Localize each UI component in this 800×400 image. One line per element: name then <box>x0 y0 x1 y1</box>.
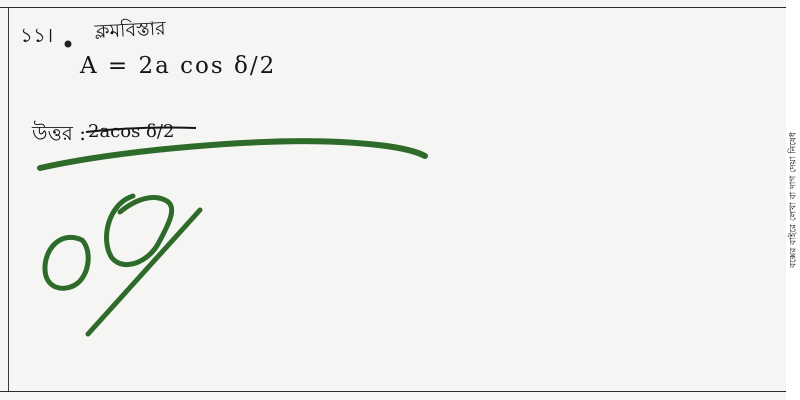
answer-box-top-border <box>0 7 786 8</box>
strikethrough-stroke <box>85 126 197 133</box>
examiner-marks <box>37 138 428 337</box>
equation-handwriting: A = 2a cos δ/2 <box>79 53 276 79</box>
side-note-text: বক্সের বাইরে লেখা বা দাগ দেয়া নিষেধ <box>788 132 799 268</box>
answer-box-bottom-border <box>0 391 786 392</box>
struck-answer: 2acos δ/2 <box>88 121 174 142</box>
slash-mark <box>85 207 203 337</box>
answer-label: উত্তর : <box>31 121 86 145</box>
question-number: ১১। <box>20 23 53 47</box>
zero-mark-right <box>104 193 175 268</box>
heading-handwriting: ক্লমবিস্তার <box>93 17 167 43</box>
zero-mark-left <box>42 234 91 291</box>
side-margin-note: বক্সের বাইরে লেখা বা দাগ দেয়া নিষেধ <box>786 0 800 400</box>
underline-stroke <box>37 138 428 171</box>
ink-dot <box>64 40 72 48</box>
answer-box-left-border <box>8 7 9 392</box>
